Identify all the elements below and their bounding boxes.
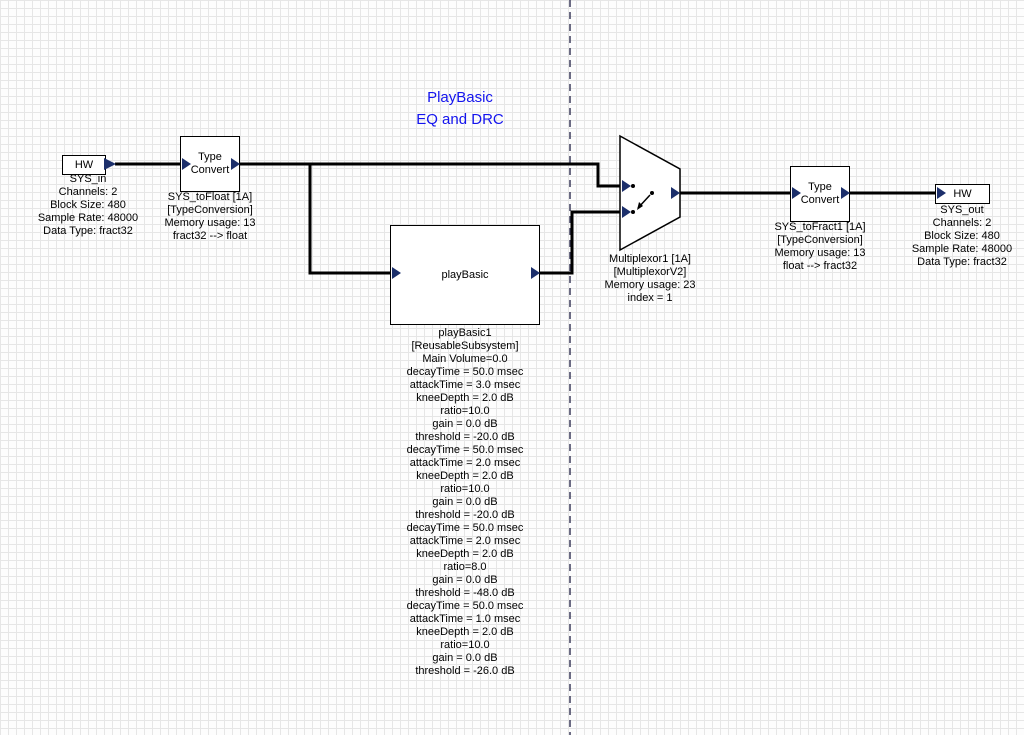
type-convert-in-caption: SYS_toFloat [1A] [TypeConversion] Memory…: [164, 191, 256, 242]
type-convert-out-caption: SYS_toFract1 [1A] [TypeConversion] Memor…: [774, 221, 866, 272]
wire-branch-to-playbasic[interactable]: [308, 164, 391, 275]
sys-out-label: HW: [953, 187, 972, 200]
block-playbasic[interactable]: playBasic: [390, 225, 540, 325]
wire-typeconvert-to-mux-in0[interactable]: [240, 162, 621, 188]
block-sys-out[interactable]: HW: [935, 184, 990, 204]
wire-playbasic-to-mux-in1[interactable]: [540, 210, 621, 275]
block-type-convert-in[interactable]: Type Convert: [180, 136, 240, 192]
sys-out-caption: SYS_out Channels: 2 Block Size: 480 Samp…: [911, 204, 1013, 268]
multiplexor-caption: Multiplexor1 [1A] [MultiplexorV2] Memory…: [604, 253, 696, 304]
block-sys-in[interactable]: HW: [62, 155, 106, 175]
mux-switch-icon: [631, 184, 654, 214]
block-type-convert-out[interactable]: Type Convert: [790, 166, 850, 222]
playbasic-label: playBasic: [441, 268, 489, 281]
sys-in-label: HW: [74, 158, 94, 171]
playbasic-caption: playBasic1 [ReusableSubsystem] Main Volu…: [406, 327, 524, 677]
diagram-title: PlayBasic EQ and DRC: [416, 89, 504, 128]
wires: [115, 162, 936, 275]
sys-in-caption: SYS_in Channels: 2 Block Size: 480 Sampl…: [37, 173, 139, 237]
type-convert-in-label: Type Convert: [190, 151, 230, 176]
type-convert-out-label: Type Convert: [800, 181, 840, 206]
